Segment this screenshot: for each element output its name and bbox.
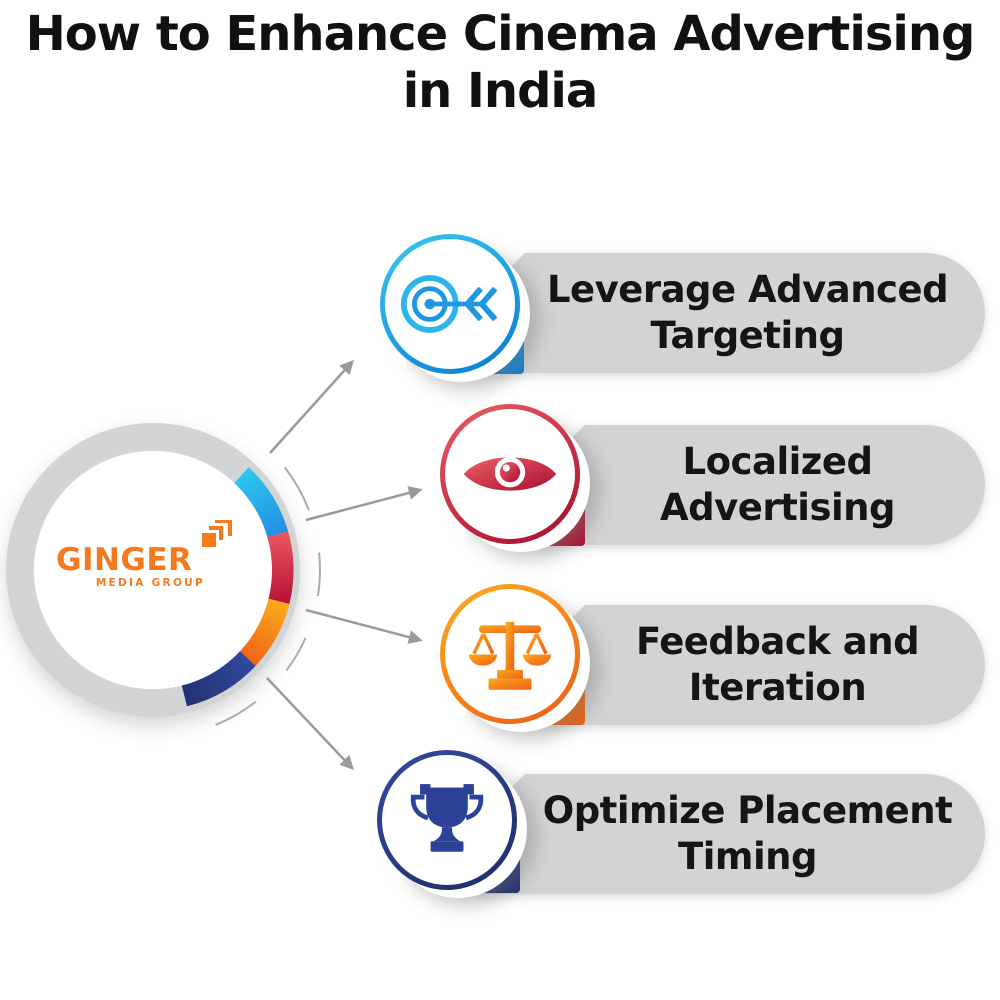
border-notch xyxy=(386,866,406,885)
orange-arc xyxy=(238,598,290,666)
item-pill: Optimize Placement Timing xyxy=(462,774,985,894)
border-notch xyxy=(389,350,409,369)
item-icon-circle xyxy=(380,234,520,374)
cyan-arc xyxy=(232,467,289,538)
balance-scale-icon xyxy=(468,621,552,690)
item-label: Localized Advertising xyxy=(660,440,895,529)
item-pill: Leverage Advanced Targeting xyxy=(462,253,985,373)
border-notch xyxy=(449,520,469,539)
item-label: Feedback and Iteration xyxy=(635,620,920,709)
item-label: Optimize Placement Timing xyxy=(542,789,953,878)
item-label: Leverage Advanced Targeting xyxy=(546,268,949,357)
item-pill: Feedback and Iteration xyxy=(522,605,985,725)
layered-corners-icon xyxy=(202,520,232,547)
item-icon-circle xyxy=(377,750,517,890)
connector-arrow-2 xyxy=(305,486,423,522)
logo-wordmark: GINGER xyxy=(56,542,193,578)
page-title: How to Enhance Cinema Advertising in Ind… xyxy=(0,6,1000,120)
item-icon-circle xyxy=(440,584,580,724)
ginger-media-group-logo: GINGER MEDIA GROUP xyxy=(56,520,232,589)
page-title-line2: in India xyxy=(402,63,599,119)
trophy-icon xyxy=(410,783,484,852)
target-dart-icon xyxy=(400,275,498,333)
logo-subtitle: MEDIA GROUP xyxy=(95,577,205,589)
navy-arc xyxy=(181,649,256,707)
item-pill: Localized Advertising xyxy=(522,425,985,545)
connector-arrow-3 xyxy=(305,608,423,644)
border-notch xyxy=(449,700,469,719)
decorative-arc xyxy=(316,552,321,597)
red-arc xyxy=(265,531,294,604)
page-title-line1: How to Enhance Cinema Advertising xyxy=(25,6,976,62)
center-disc xyxy=(34,451,272,689)
eye-icon xyxy=(463,456,557,491)
center-hub xyxy=(6,423,300,717)
item-icon-circle xyxy=(440,404,580,544)
